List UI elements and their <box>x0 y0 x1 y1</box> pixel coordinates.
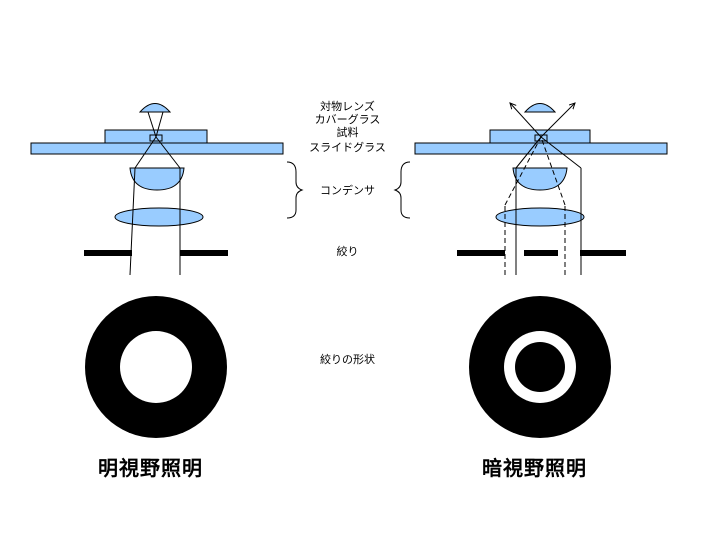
objective-lens-left <box>138 103 172 113</box>
diaphragm-left-a <box>84 250 132 256</box>
diaphragm-left-b <box>180 250 228 256</box>
label-diaphragm-shape: 絞りの形状 <box>320 353 375 366</box>
rays-right <box>510 103 582 275</box>
diaphragm-right-c <box>580 250 626 256</box>
condenser-brace-left <box>286 161 304 219</box>
slide-glass-left <box>30 142 284 155</box>
label-slide-glass: スライドグラス <box>309 141 386 154</box>
objective-lens-right <box>523 103 557 113</box>
dark-field-setup <box>414 103 668 438</box>
label-diaphragm: 絞り <box>336 245 359 258</box>
diaphragm-opening-bright <box>120 331 192 403</box>
title-dark-field: 暗視野照明 <box>482 456 587 480</box>
blocked-rays-right <box>504 136 566 275</box>
diaphragm-stop-dark <box>515 342 565 392</box>
label-cover-glass: カバーグラス <box>314 113 381 126</box>
condenser-top-lens-left <box>129 167 185 191</box>
diaphragm-right-b <box>524 250 558 256</box>
rays-left <box>129 111 181 276</box>
specimen-right <box>534 134 548 142</box>
condenser-bottom-lens-right <box>495 207 585 227</box>
label-objective-lens: 対物レンズ <box>320 100 375 113</box>
diaphragm-right-a <box>457 250 505 256</box>
condenser-bottom-lens-left <box>114 207 204 227</box>
label-condenser: コンデンサ <box>320 184 375 197</box>
bright-field-setup <box>30 103 284 438</box>
specimen-left <box>149 134 163 142</box>
condenser-brace-right <box>393 161 411 219</box>
title-bright-field: 明視野照明 <box>98 456 203 480</box>
label-specimen: 試料 <box>336 126 359 139</box>
slide-glass-right <box>414 142 668 155</box>
